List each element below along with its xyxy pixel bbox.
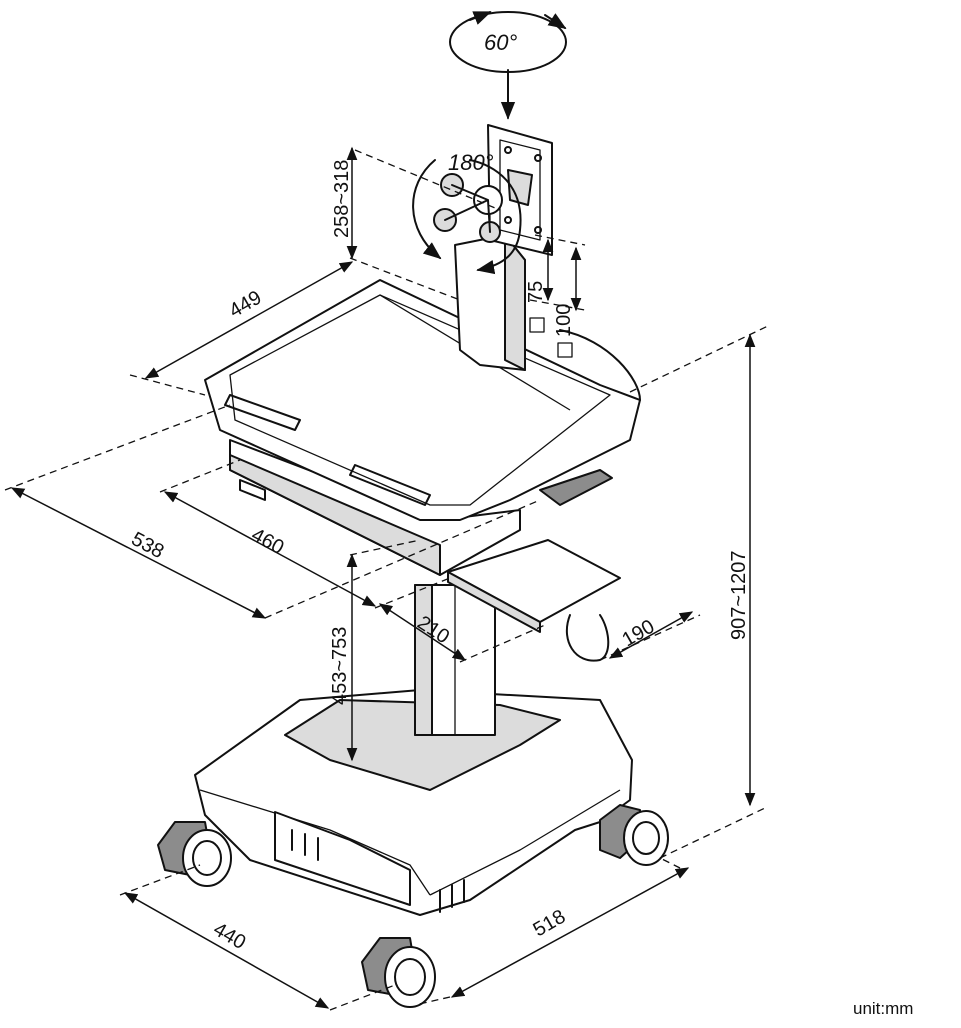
mount-height-label: 258~318 <box>331 160 353 238</box>
tray-depth-label: 460 <box>248 524 288 559</box>
base-width-label: 440 <box>210 918 250 954</box>
overall-height-label: 907~1207 <box>728 550 750 640</box>
swivel-rotation-indicator: 180° <box>412 150 522 275</box>
monitor-mount <box>433 124 553 371</box>
swivel-angle-label: 180° <box>448 150 494 175</box>
unit-label: unit:mm <box>853 999 914 1018</box>
tilt-rotation-indicator: 60° <box>449 11 567 120</box>
dimension-labels: 258~318 75 100 449 538 460 453~753 210 1… <box>128 160 750 954</box>
caster-rear-right <box>599 804 669 866</box>
dimension-lines <box>10 146 756 1009</box>
base-height-label: 453~753 <box>329 627 351 705</box>
caster-front-center <box>361 937 436 1008</box>
top-width-label: 449 <box>226 287 266 323</box>
cart-base <box>194 689 633 916</box>
caster-front-left <box>157 821 232 887</box>
vesa-75-label: 75 <box>525 281 547 303</box>
tilt-angle-label: 60° <box>484 30 517 55</box>
vesa-100-label: 100 <box>553 304 575 337</box>
lift-column <box>414 584 496 736</box>
extension-lines <box>4 149 771 1011</box>
shelf-depth-label: 190 <box>619 616 659 652</box>
overall-depth-label: 538 <box>128 528 168 563</box>
